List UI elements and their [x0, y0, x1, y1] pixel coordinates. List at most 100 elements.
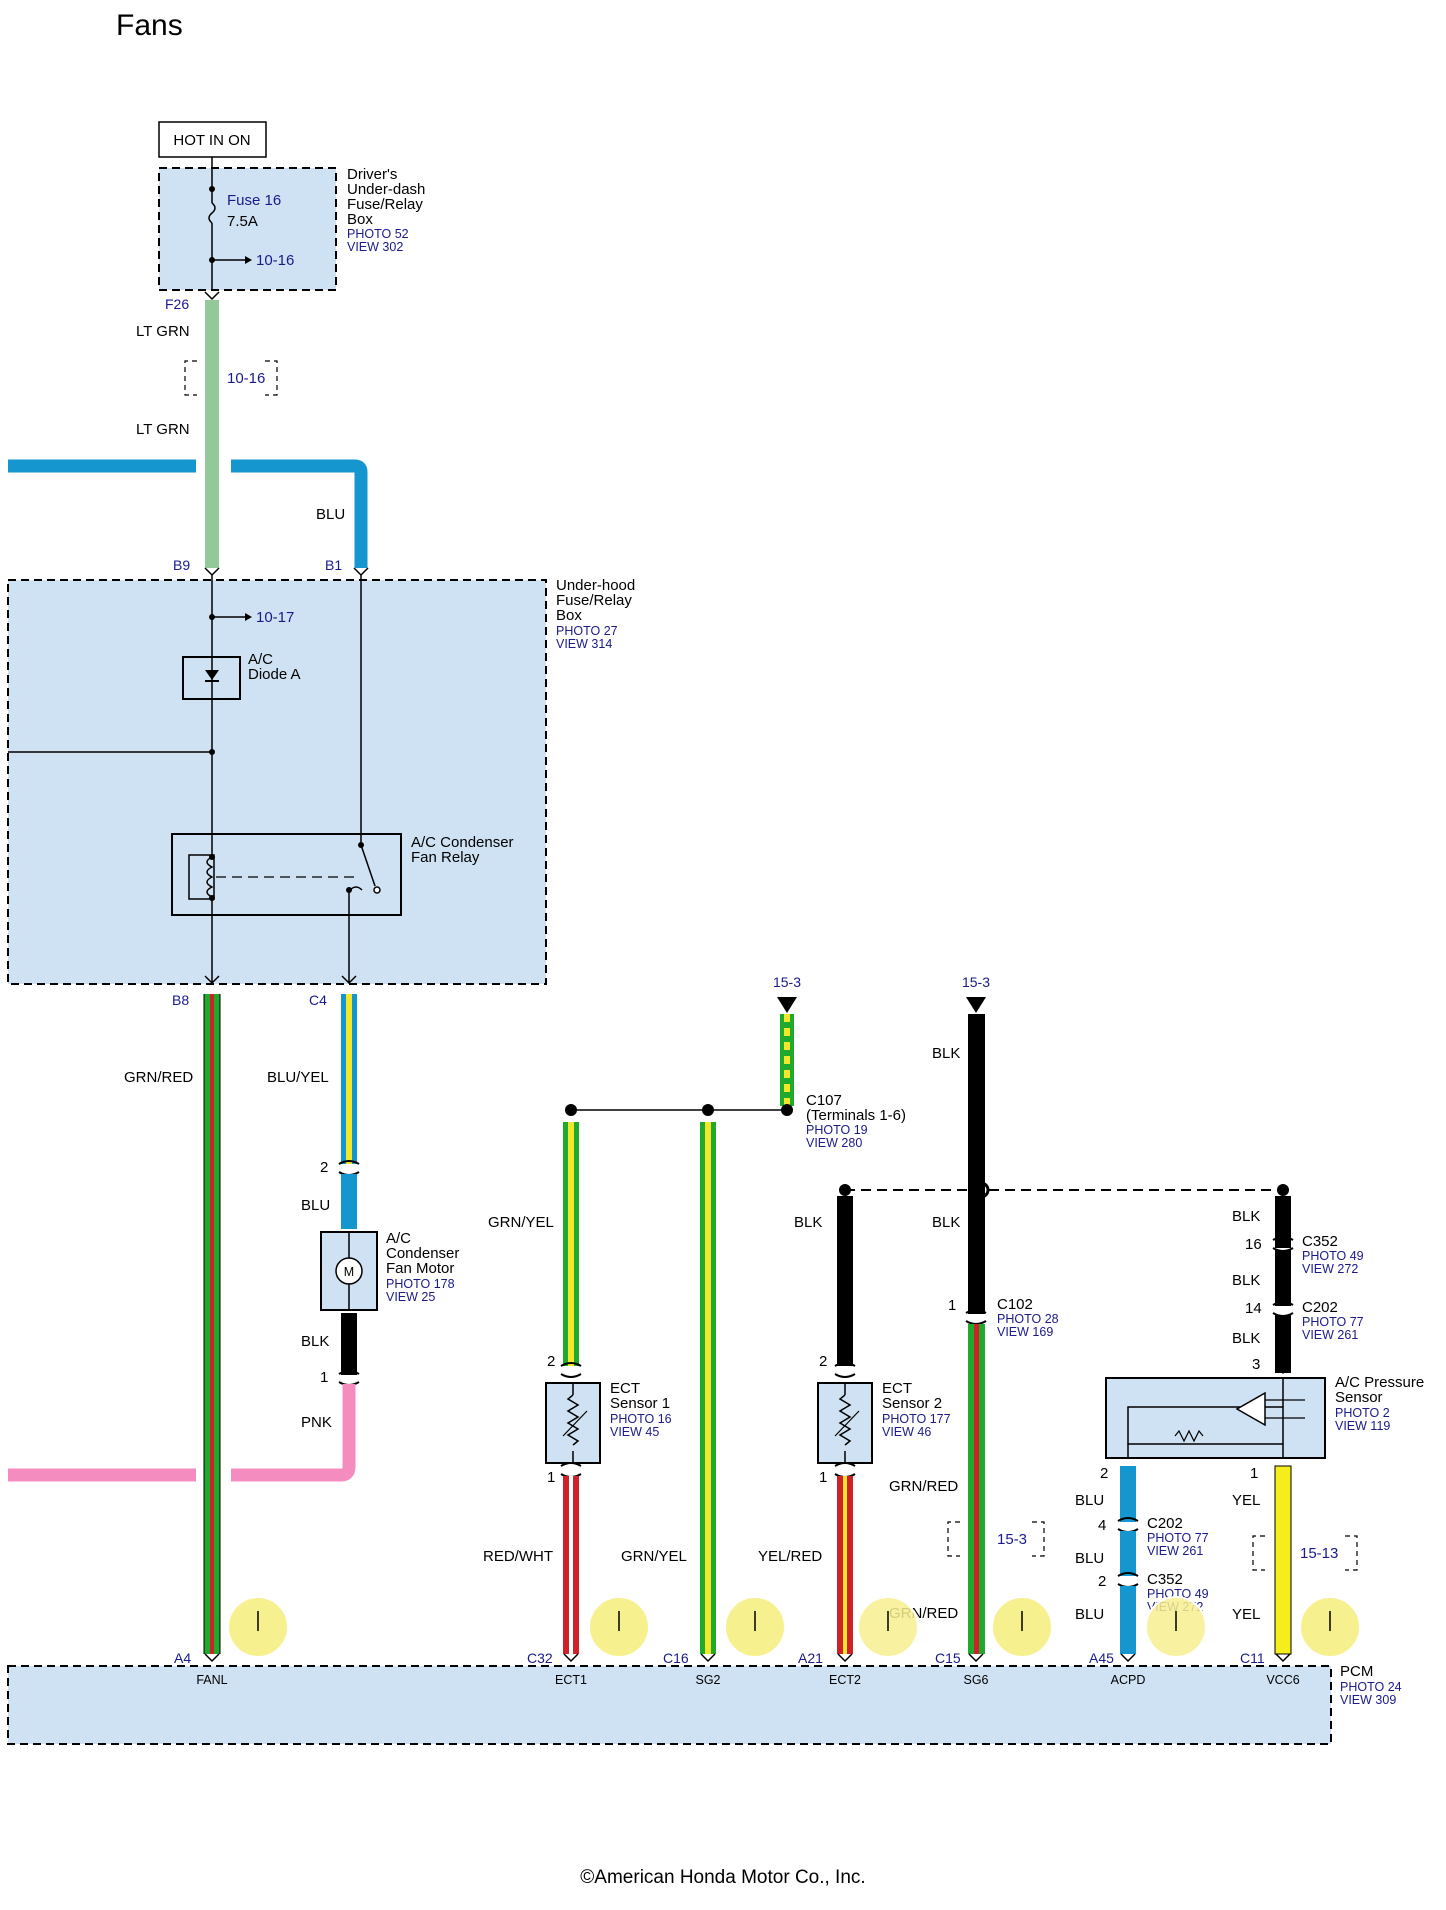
- svg-text:PHOTO 27: PHOTO 27: [556, 624, 618, 638]
- b8-pin-arrow-icon: [204, 975, 220, 985]
- wire-label-blk-r1: BLK: [1232, 1208, 1260, 1225]
- pcm-term-vcc6: VCC6: [1266, 1673, 1299, 1687]
- blk-acp-wire-2: [1275, 1250, 1291, 1306]
- ref-153-label[interactable]: 15-3: [997, 1531, 1027, 1548]
- svg-text:(Terminals 1-6): (Terminals 1-6): [806, 1107, 906, 1124]
- ect-sensor-2-box: [817, 1382, 873, 1464]
- c107-dashed-wire: [780, 1014, 794, 1106]
- under-dash-fuse-box: [158, 167, 337, 291]
- relay-label-1: A/C Condenser: [411, 834, 514, 851]
- ect2-variable-arrow: [834, 1410, 860, 1437]
- wire-label-red-wht: RED/WHT: [483, 1548, 553, 1565]
- hot-in-on-box: [158, 121, 267, 158]
- c102-term: 1: [948, 1297, 956, 1314]
- test-point-ect2: [857, 1596, 919, 1658]
- svg-text:PHOTO 178: PHOTO 178: [386, 1277, 455, 1291]
- wire-label-grn-yel-2: GRN/YEL: [621, 1548, 687, 1565]
- ground-ref-2[interactable]: 15-3: [962, 974, 990, 990]
- c352b-term: 2: [1098, 1573, 1106, 1590]
- svg-text:PHOTO 16: PHOTO 16: [610, 1412, 672, 1426]
- grn-yel-wire-ect1-upper: [563, 1122, 579, 1366]
- test-point-fanl: [227, 1596, 289, 1658]
- ect1-variable-arrow: [562, 1410, 588, 1437]
- node-acp-ground: [1277, 1184, 1289, 1196]
- under-hood-fuse-box: [7, 579, 547, 985]
- test-points[interactable]: [227, 1596, 1361, 1658]
- motor-symbol: M: [344, 1265, 354, 1279]
- ac-condenser-fan-relay-box: [171, 833, 402, 916]
- ref-1513-label[interactable]: 15-13: [1300, 1545, 1338, 1562]
- wire-label-grn-yel-1: GRN/YEL: [488, 1214, 554, 1231]
- grn-red-wire-fanl: [203, 994, 221, 1654]
- ect2-label: ECT Sensor 2 PHOTO 177 VIEW 46: [882, 1380, 951, 1439]
- ref-153-bg: [990, 1526, 1030, 1552]
- acp-internal-circuit: [1127, 1406, 1284, 1445]
- pin-b1: B1: [325, 557, 342, 573]
- ect1-term-1: 1: [547, 1469, 555, 1486]
- svg-text:VIEW 302: VIEW 302: [347, 240, 403, 254]
- wire-label-yel-red: YEL/RED: [758, 1548, 822, 1565]
- svg-text:PCM: PCM: [1340, 1663, 1373, 1680]
- pin-b9: B9: [173, 557, 190, 573]
- svg-text:PHOTO 24: PHOTO 24: [1340, 1680, 1402, 1694]
- red-wht-wire: [563, 1476, 579, 1654]
- wire-label-blu-2: BLU: [301, 1197, 330, 1214]
- fuse-node-top: [209, 186, 215, 192]
- pcm-term-ect1: ECT1: [555, 1673, 587, 1687]
- pcm-pin-arrows: [204, 1653, 1291, 1663]
- acp-term-3: 3: [1252, 1356, 1260, 1373]
- test-point-ect1: [588, 1596, 650, 1658]
- svg-text:Fan Motor: Fan Motor: [386, 1260, 454, 1277]
- pcm-term-sg6: SG6: [963, 1673, 988, 1687]
- acp-resistor-icon: [1174, 1429, 1204, 1443]
- svg-text:Driver's: Driver's: [347, 166, 397, 183]
- blu-yel-wire: [341, 994, 357, 1164]
- wire-label-blu-r3: BLU: [1075, 1606, 1104, 1623]
- page-title: Fans: [116, 9, 183, 42]
- svg-text:PHOTO 49: PHOTO 49: [1302, 1249, 1364, 1263]
- yel-vcc6-wire: [1274, 1465, 1292, 1655]
- copyright: ©American Honda Motor Co., Inc.: [580, 1867, 865, 1888]
- wire-label-pnk: PNK: [301, 1414, 332, 1431]
- fuse-16-label: Fuse 16: [227, 192, 281, 209]
- ect2-connector-2-icon: [834, 1362, 856, 1378]
- svg-text:Box: Box: [556, 607, 582, 624]
- ect1-term-2: 2: [547, 1353, 555, 1370]
- svg-text:VIEW 261: VIEW 261: [1302, 1328, 1358, 1342]
- svg-text:Sensor 2: Sensor 2: [882, 1395, 942, 1412]
- ect-sensor-1-box: [545, 1382, 601, 1464]
- wire-label-blk-top: BLK: [932, 1045, 960, 1062]
- svg-text:VIEW 46: VIEW 46: [882, 1425, 931, 1439]
- svg-text:C352: C352: [1147, 1571, 1183, 1588]
- svg-text:Under-hood: Under-hood: [556, 577, 635, 594]
- f26-pin-arrow-icon: [204, 291, 220, 301]
- c202b-label: C202 PHOTO 77 VIEW 261: [1147, 1515, 1209, 1558]
- blk-acp-wire-3: [1275, 1315, 1291, 1373]
- ref-1016-label[interactable]: 10-16: [227, 370, 265, 387]
- lt-grn-wire: [205, 300, 219, 568]
- blu-bus-wire: [8, 459, 368, 568]
- c352a-term: 16: [1245, 1236, 1262, 1253]
- svg-text:C102: C102: [997, 1296, 1033, 1313]
- ref-1017-label[interactable]: 10-17: [256, 609, 294, 626]
- test-point-acpd: [1145, 1596, 1207, 1658]
- relay-coil-winding: [206, 856, 214, 898]
- blk-wire-ect2: [837, 1196, 853, 1366]
- ground-ref-1[interactable]: 15-3: [773, 974, 801, 990]
- ect1-connector-2-icon: [560, 1362, 582, 1378]
- fuse-ref-1016[interactable]: 10-16: [256, 252, 294, 269]
- wire-label-blk-r3: BLK: [1232, 1330, 1260, 1347]
- c102-label: C102 PHOTO 28 VIEW 169: [997, 1296, 1059, 1339]
- blu-acpd-wire-2: [1120, 1531, 1136, 1576]
- ref-1513-bracket: [1252, 1535, 1358, 1571]
- acp-amplifier-icon: [1235, 1391, 1266, 1427]
- grn-yel-wire-sg2: [700, 1122, 716, 1654]
- svg-text:Box: Box: [347, 211, 373, 228]
- grn-red-wire-sg6: [968, 1324, 985, 1654]
- relay-coil-icon: [188, 854, 215, 900]
- svg-text:Under-dash: Under-dash: [347, 181, 425, 198]
- pcm-label: PCM PHOTO 24 VIEW 309: [1340, 1663, 1402, 1707]
- b9-pin-arrow-icon: [204, 567, 220, 577]
- c202a-label: C202 PHOTO 77 VIEW 261: [1302, 1299, 1364, 1342]
